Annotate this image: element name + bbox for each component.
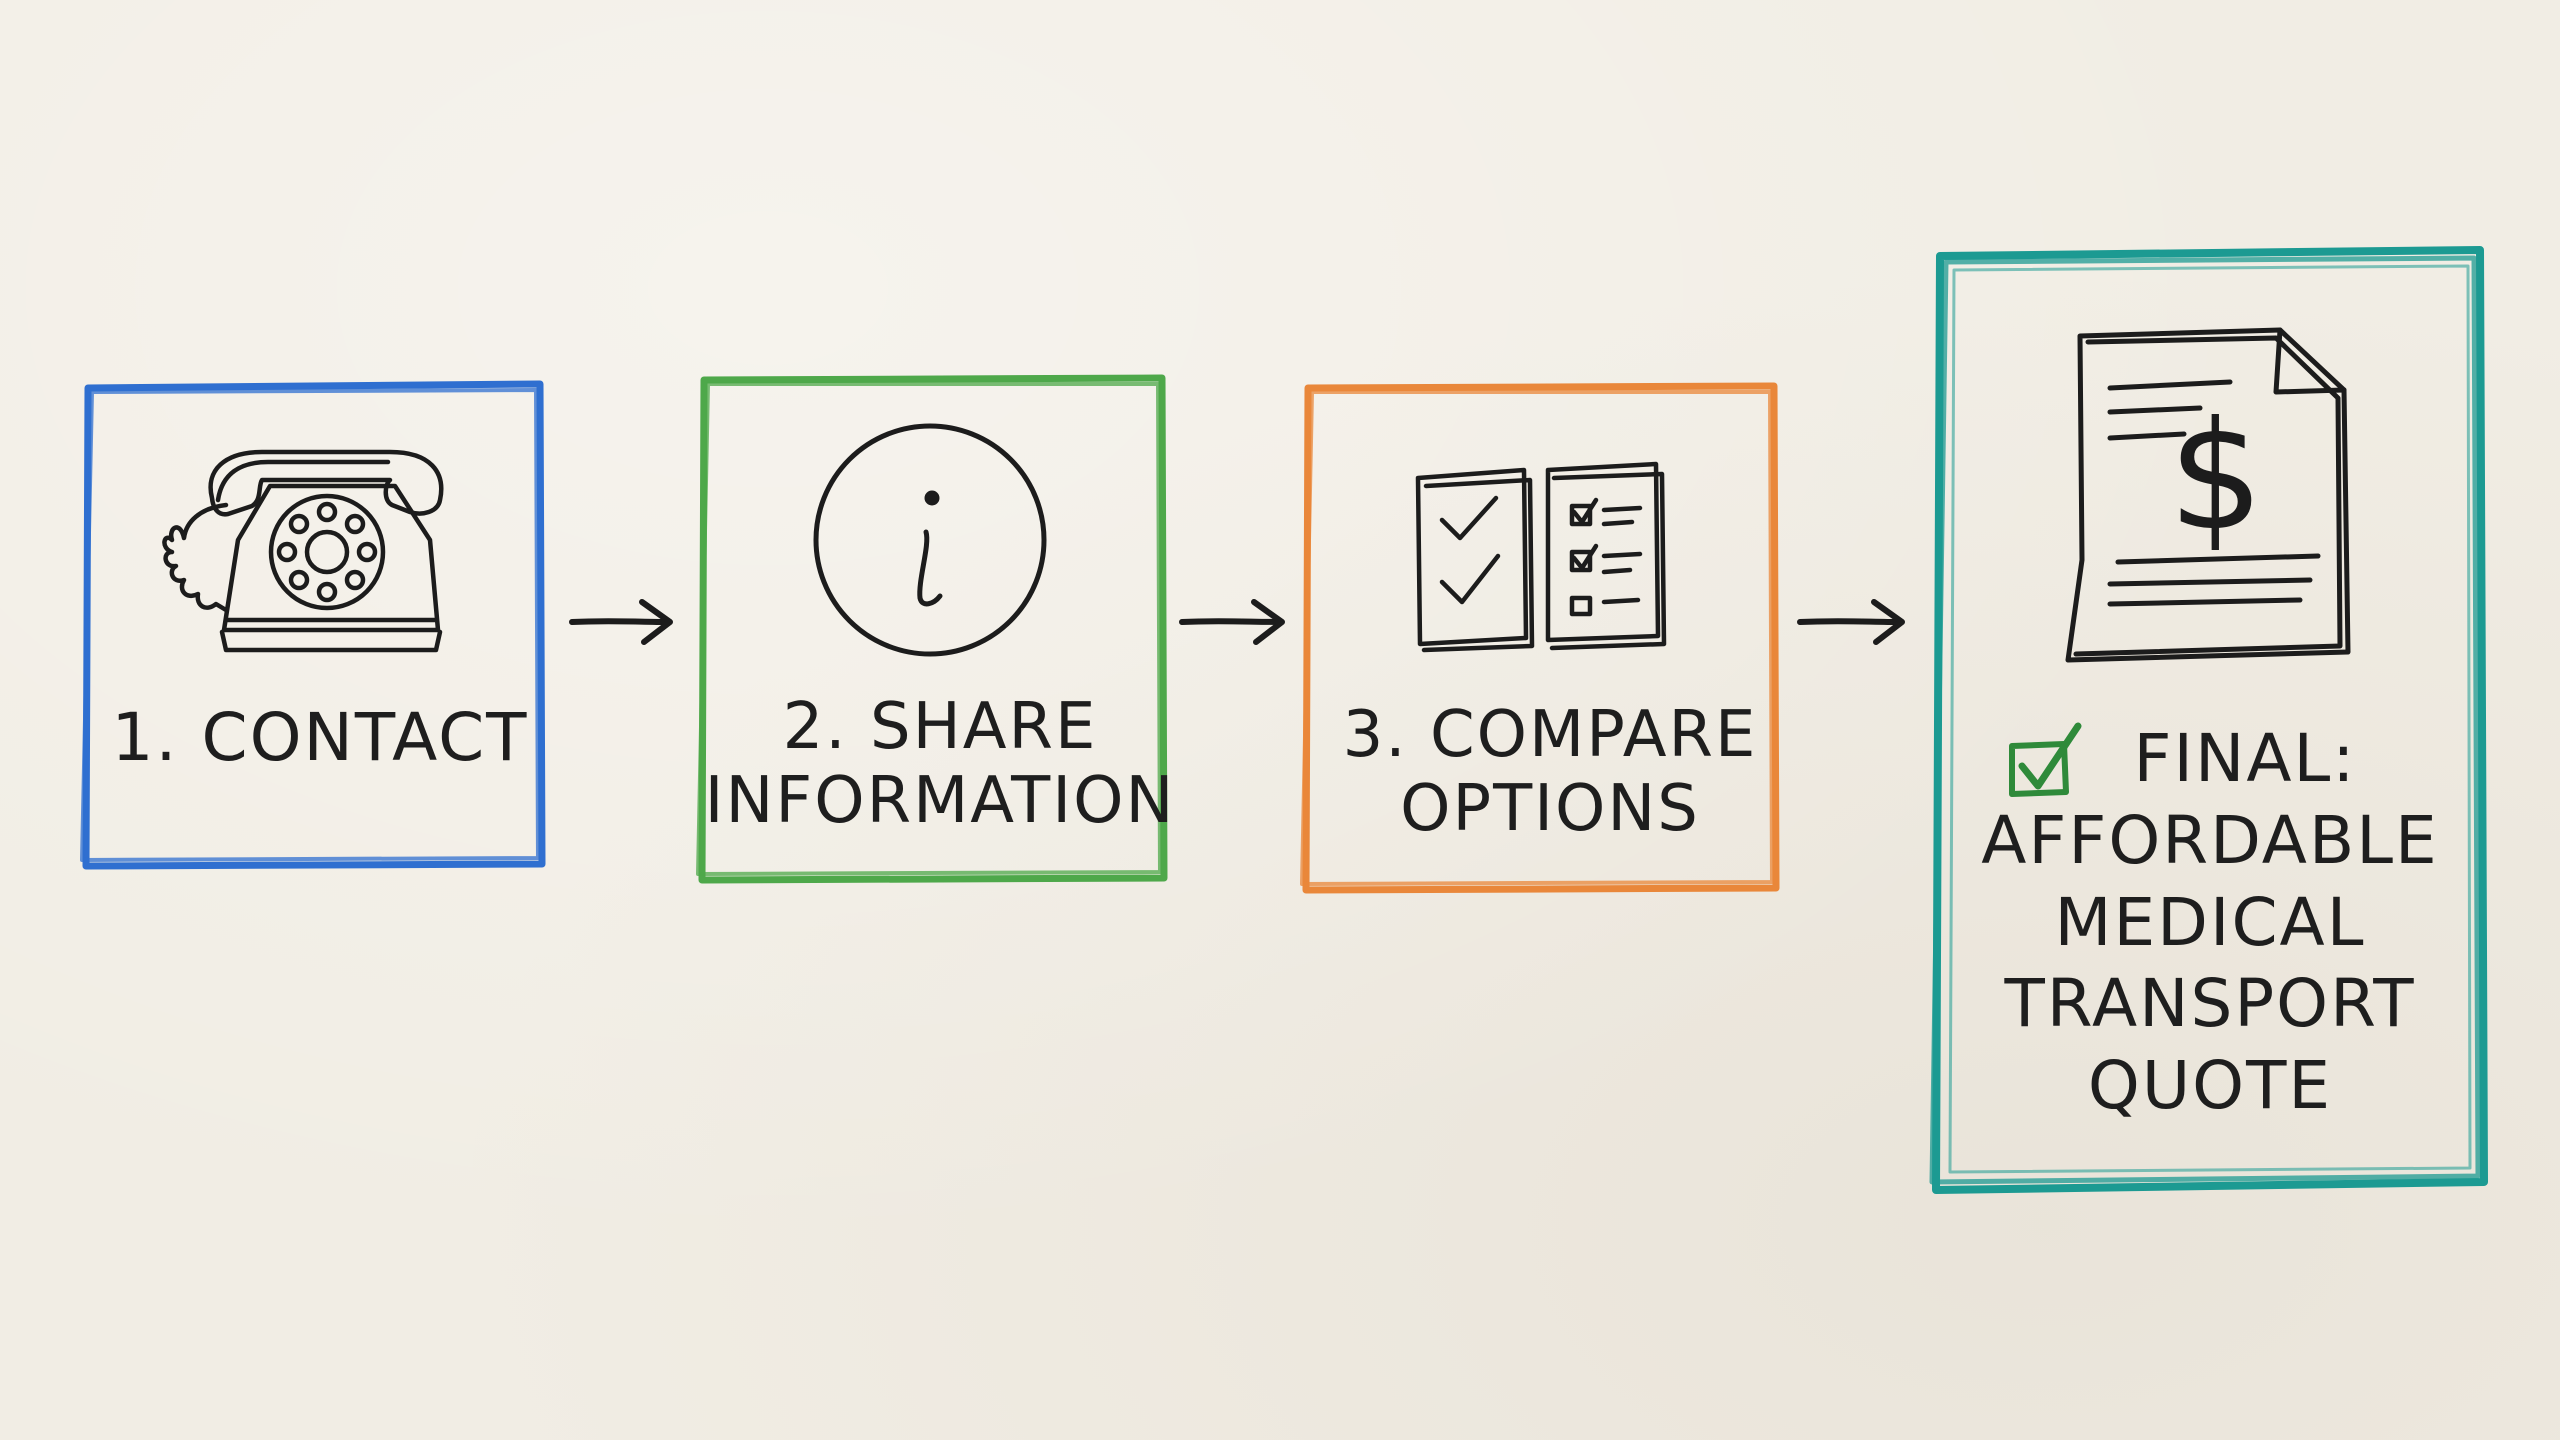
arrow-right-icon [1179, 599, 1285, 645]
step-2-frame-overstroke [696, 382, 1162, 876]
checklist-icon [1415, 461, 1667, 653]
step-2-label-line: INFORMATION [704, 764, 1176, 839]
step-1-frame-overstroke [80, 388, 540, 862]
step-1-frame [82, 380, 546, 870]
step-3-box [1300, 382, 1780, 894]
step-2-label-line: 2. SHARE [782, 690, 1098, 764]
arrow-right-icon [569, 599, 673, 645]
final-label-line: QUOTE [2087, 1047, 2333, 1125]
step-2-box [696, 374, 1168, 884]
step-3-label-line: OPTIONS [1400, 772, 1700, 847]
final-label-line: MEDICAL [2054, 883, 2366, 961]
step-1-label: 1. CONTACT [90, 699, 550, 777]
step-3-label-line: 3. COMPARE [1342, 698, 1758, 772]
dollar-document-icon [2065, 327, 2351, 663]
arrow-right-icon [1797, 599, 1905, 645]
step-2-label: 2. SHARE INFORMATION [700, 690, 1180, 838]
step-1-box [80, 380, 546, 870]
final-label-line: TRANSPORT [2004, 965, 2416, 1043]
step-3-frame-overstroke [1300, 390, 1774, 886]
final-label-line: AFFORDABLE [1981, 801, 2439, 879]
final-frame-overstroke [1929, 255, 2481, 1185]
final-label: FINAL: AFFORDABLE MEDICAL TRANSPORT QUOT… [1960, 718, 2460, 1127]
step-1-label-line: 1. CONTACT [111, 699, 529, 776]
step-3-label: 3. COMPARE OPTIONS [1310, 698, 1790, 846]
dollar-symbol: $ [2168, 390, 2263, 564]
final-frame-inner [1948, 264, 2472, 1174]
green-checkbox-icon [2009, 722, 2082, 797]
final-box [1929, 246, 2488, 1194]
info-icon [813, 423, 1047, 657]
final-label-line: FINAL: [2133, 720, 2357, 797]
rotary-phone-icon [162, 449, 444, 653]
